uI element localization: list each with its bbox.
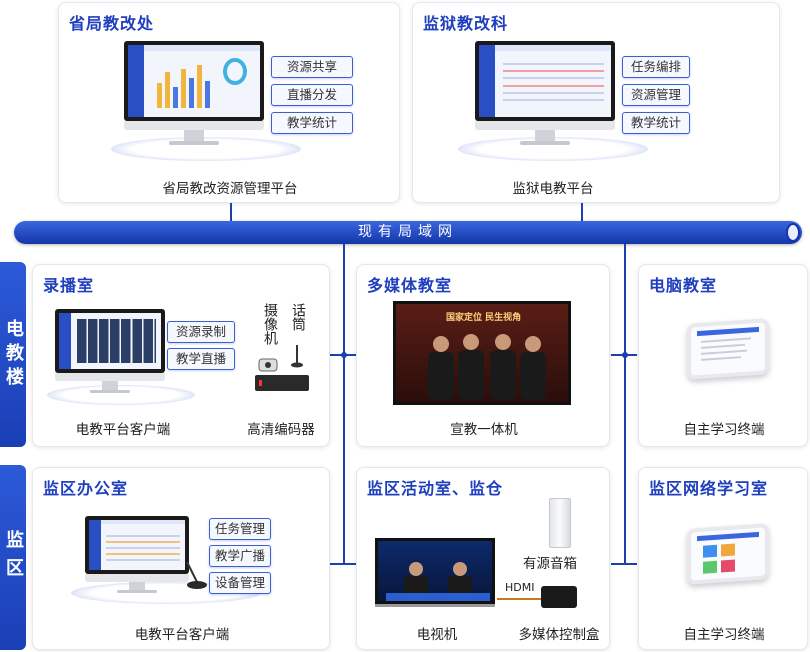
- panel-caption: 省局教改资源管理平台: [162, 181, 298, 197]
- panel-caption: 自主学习终端: [683, 627, 765, 643]
- panel-caption: 监狱电教平台: [512, 181, 594, 197]
- control-box-icon: [541, 586, 577, 608]
- tag-teaching-stats: 教学统计: [271, 112, 353, 134]
- branch-line: [611, 563, 637, 565]
- side-label-building: 电教楼: [0, 262, 26, 447]
- panel-computer-room: 电脑教室 自主学习终端: [638, 264, 808, 447]
- panel-caption: 自主学习终端: [683, 422, 765, 438]
- panel-recording-room: 录播室 资源录制 教学直播 摄像机 话筒 电教平台客户端 高清编码器: [32, 264, 330, 447]
- side-label-text: 电教楼: [3, 318, 24, 391]
- side-label-text: 监区: [3, 529, 24, 586]
- caption-tv: 电视机: [416, 627, 458, 643]
- panel-multimedia-room: 多媒体教室 国家定位 民生视角 宣教一体机: [356, 264, 610, 447]
- panel-title: 监狱教改科: [423, 14, 509, 33]
- tv-screen: [375, 538, 495, 604]
- tag-task-scheduling: 任务编排: [622, 56, 690, 78]
- panel-activity-room: 监区活动室、监仓 HDMI 有源音箱 电视机 多媒体控制盒: [356, 467, 610, 650]
- panel-title: 监区网络学习室: [649, 479, 769, 498]
- screen-banner: 国家定位 民生视角: [446, 313, 522, 323]
- panel-network-room: 监区网络学习室 自主学习终端: [638, 467, 808, 650]
- encoder-icon: [255, 345, 309, 391]
- tablet-icon: [687, 318, 769, 380]
- junction-dot: [622, 352, 628, 358]
- connector: [230, 203, 232, 223]
- branch-line: [330, 563, 356, 565]
- tag-live-distribution: 直播分发: [271, 84, 353, 106]
- connector: [581, 203, 583, 223]
- panel-title: 省局教改处: [69, 14, 155, 33]
- speaker-label: 有源音箱: [523, 556, 577, 572]
- caption-control-box: 多媒体控制盒: [518, 627, 600, 643]
- panel-caption: 电教平台客户端: [134, 627, 230, 643]
- side-label-area: 监区: [0, 465, 26, 650]
- lan-bus: 现有局域网: [14, 221, 802, 244]
- panel-title: 电脑教室: [649, 276, 718, 295]
- junction-dot: [341, 352, 347, 358]
- trunk-line: [624, 244, 626, 564]
- lan-bus-label: 现有局域网: [358, 224, 458, 240]
- mic-label: 话筒: [290, 303, 306, 331]
- tv-stand: [375, 604, 495, 607]
- tag-resource-recording: 资源录制: [167, 321, 235, 343]
- tag-device-management: 设备管理: [209, 572, 271, 594]
- tag-resource-sharing: 资源共享: [271, 56, 353, 78]
- panel-prison: 监狱教改科 任务编排 资源管理 教学统计 监狱电教平台: [412, 2, 780, 203]
- tag-teaching-stats: 教学统计: [622, 112, 690, 134]
- tag-teaching-broadcast: 教学广播: [209, 545, 271, 567]
- caption-client: 电教平台客户端: [75, 422, 171, 438]
- panel-title: 监区办公室: [43, 479, 129, 498]
- trunk-line: [343, 244, 345, 564]
- tablet-icon: [687, 523, 769, 585]
- panel-title: 录播室: [43, 276, 95, 295]
- panel-provincial: 省局教改处 资源共享 直播分发 教学统计 省局教改资源管理平台: [58, 2, 400, 203]
- panel-title: 多媒体教室: [367, 276, 453, 295]
- panel-caption: 宣教一体机: [450, 422, 518, 438]
- bus-end-cap: [786, 223, 800, 242]
- caption-encoder: 高清编码器: [247, 422, 315, 438]
- panel-prison-office: 监区办公室 任务管理 教学广播 设备管理 电教平台客户端: [32, 467, 330, 650]
- camera-label: 摄像机: [262, 303, 278, 345]
- tag-task-management: 任务管理: [209, 518, 271, 540]
- microphone-icon: [186, 561, 207, 589]
- tag-teaching-live: 教学直播: [167, 348, 235, 370]
- tag-resource-management: 资源管理: [622, 84, 690, 106]
- platform-base: [47, 385, 195, 405]
- hdmi-cable: [497, 598, 541, 600]
- speaker-icon: [549, 498, 571, 548]
- panel-title: 监区活动室、监仓: [367, 479, 504, 498]
- tv-screen: 国家定位 民生视角: [393, 301, 571, 405]
- hdmi-label: HDMI: [505, 581, 535, 594]
